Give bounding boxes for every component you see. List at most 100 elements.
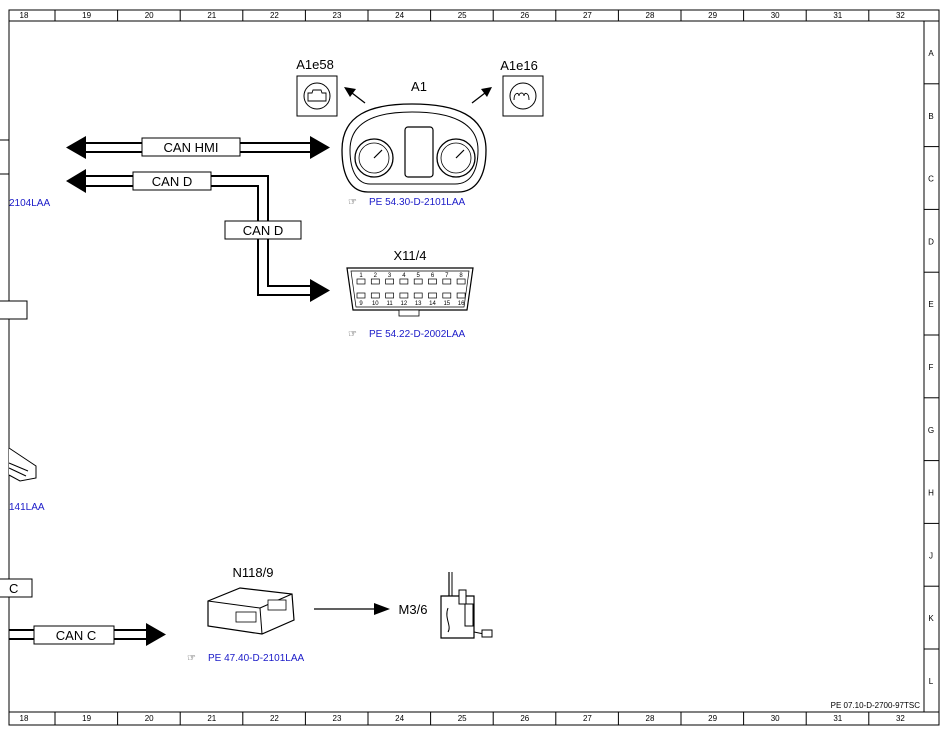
pin-number: 3 bbox=[388, 273, 392, 279]
offscreen-box-k-fragment: C bbox=[9, 581, 18, 596]
instrument-cluster-a1[interactable] bbox=[341, 103, 487, 193]
pin-number: 4 bbox=[402, 273, 406, 279]
column-label: 31 bbox=[833, 714, 842, 723]
column-label: 19 bbox=[82, 11, 91, 20]
pin-number: 10 bbox=[372, 301, 379, 307]
a1e16-indicator[interactable] bbox=[502, 75, 544, 117]
can-hmi-label-box bbox=[141, 137, 241, 157]
left-ref-top[interactable]: 2104LAA bbox=[9, 198, 50, 209]
row-label: J bbox=[929, 551, 933, 560]
column-label: 22 bbox=[270, 11, 279, 20]
hand-pointer-icon: ☞ bbox=[187, 653, 196, 664]
connector-pin bbox=[356, 278, 366, 285]
document-code: PE 07.10-D-2700-97TSC bbox=[831, 701, 921, 710]
a1-reference-link[interactable]: ☞ PE 54.30-D-2101LAA bbox=[348, 197, 466, 208]
x11-ref: PE 54.22-D-2002LAA bbox=[369, 329, 466, 340]
a1e58-arrow bbox=[344, 87, 366, 104]
connector-pin bbox=[399, 292, 409, 299]
column-label: 29 bbox=[708, 11, 717, 20]
row-label: G bbox=[928, 426, 934, 435]
x11-reference-link[interactable]: ☞ PE 54.22-D-2002LAA bbox=[348, 329, 466, 340]
connector-pin bbox=[370, 292, 380, 299]
column-label: 25 bbox=[458, 714, 467, 723]
can-d-top-label: CAN D bbox=[152, 174, 192, 189]
connector-pin bbox=[399, 278, 409, 285]
can-c-label: CAN C bbox=[56, 628, 96, 643]
a1-label: A1 bbox=[411, 79, 427, 94]
offscreen-component-edge bbox=[0, 139, 10, 175]
m3-6-label: M3/6 bbox=[399, 602, 428, 617]
n118-ref: PE 47.40-D-2101LAA bbox=[208, 653, 305, 664]
column-label: 27 bbox=[583, 11, 592, 20]
x11-4-label: X11/4 bbox=[393, 248, 426, 263]
connector-pin bbox=[456, 292, 466, 299]
a1-ref: PE 54.30-D-2101LAA bbox=[369, 197, 466, 208]
row-label: H bbox=[928, 489, 934, 498]
row-label: F bbox=[929, 363, 934, 372]
n118-reference-link[interactable]: ☞ PE 47.40-D-2101LAA bbox=[187, 653, 305, 664]
fuel-pump-m3-6[interactable] bbox=[440, 572, 493, 639]
connector-pin bbox=[413, 278, 423, 285]
a1e58-indicator[interactable] bbox=[296, 75, 338, 117]
can-d-top-label-box bbox=[132, 171, 212, 191]
column-label: 26 bbox=[520, 11, 529, 20]
column-label: 27 bbox=[583, 714, 592, 723]
connector-pin bbox=[413, 292, 423, 299]
n118-to-m3-arrow bbox=[314, 603, 390, 615]
pin-number: 1 bbox=[359, 273, 363, 279]
column-label: 24 bbox=[395, 11, 404, 20]
row-label: A bbox=[928, 49, 934, 58]
connector-pin bbox=[442, 278, 452, 285]
column-label: 21 bbox=[207, 714, 216, 723]
row-label: B bbox=[928, 112, 933, 121]
pin-number: 2 bbox=[374, 273, 378, 279]
column-label: 28 bbox=[646, 714, 655, 723]
a1e16-arrow bbox=[471, 87, 492, 104]
column-label: 23 bbox=[333, 11, 342, 20]
pin-number: 11 bbox=[386, 301, 393, 307]
row-label: D bbox=[928, 237, 934, 246]
pin-number: 16 bbox=[458, 301, 465, 307]
connector-pin bbox=[356, 292, 366, 299]
pin-number: 12 bbox=[401, 301, 408, 307]
pin-number: 5 bbox=[417, 273, 421, 279]
n118-9-label: N118/9 bbox=[233, 565, 274, 580]
left-ref-mid[interactable]: 141LAA bbox=[9, 502, 45, 513]
offscreen-box-k bbox=[0, 578, 33, 598]
hand-pointer-icon: ☞ bbox=[348, 197, 357, 208]
sheet-frame bbox=[8, 9, 940, 726]
connector-pin bbox=[456, 278, 466, 285]
column-label: 23 bbox=[333, 714, 342, 723]
can-d-mid-label-box bbox=[224, 220, 302, 240]
a1e58-label: A1e58 bbox=[296, 57, 334, 72]
pin-number: 7 bbox=[445, 273, 449, 279]
connector-pin bbox=[428, 292, 437, 299]
column-label: 21 bbox=[207, 11, 216, 20]
pin-number: 13 bbox=[415, 301, 422, 307]
can-hmi-line: CAN HMI bbox=[66, 136, 330, 159]
pin-number: 6 bbox=[431, 273, 435, 279]
row-label: E bbox=[928, 300, 933, 309]
pin-number: 15 bbox=[443, 301, 450, 307]
column-label: 29 bbox=[708, 714, 717, 723]
control-module-n118-9[interactable] bbox=[207, 587, 295, 635]
connector-pin bbox=[428, 278, 437, 285]
can-d-network: CAN D CAN D bbox=[66, 169, 330, 302]
offscreen-box-e bbox=[0, 300, 28, 320]
column-label: 31 bbox=[833, 11, 842, 20]
offscreen-module-edge bbox=[8, 447, 37, 482]
pin-number: 8 bbox=[459, 273, 463, 279]
column-label: 32 bbox=[896, 714, 905, 723]
can-c-label-box bbox=[33, 625, 115, 645]
can-c-line: CAN C bbox=[9, 623, 166, 646]
connector-pin bbox=[370, 278, 380, 285]
column-label: 22 bbox=[270, 714, 279, 723]
row-label: C bbox=[928, 175, 934, 184]
column-label: 18 bbox=[20, 714, 29, 723]
column-label: 28 bbox=[646, 11, 655, 20]
row-label: L bbox=[929, 677, 934, 686]
